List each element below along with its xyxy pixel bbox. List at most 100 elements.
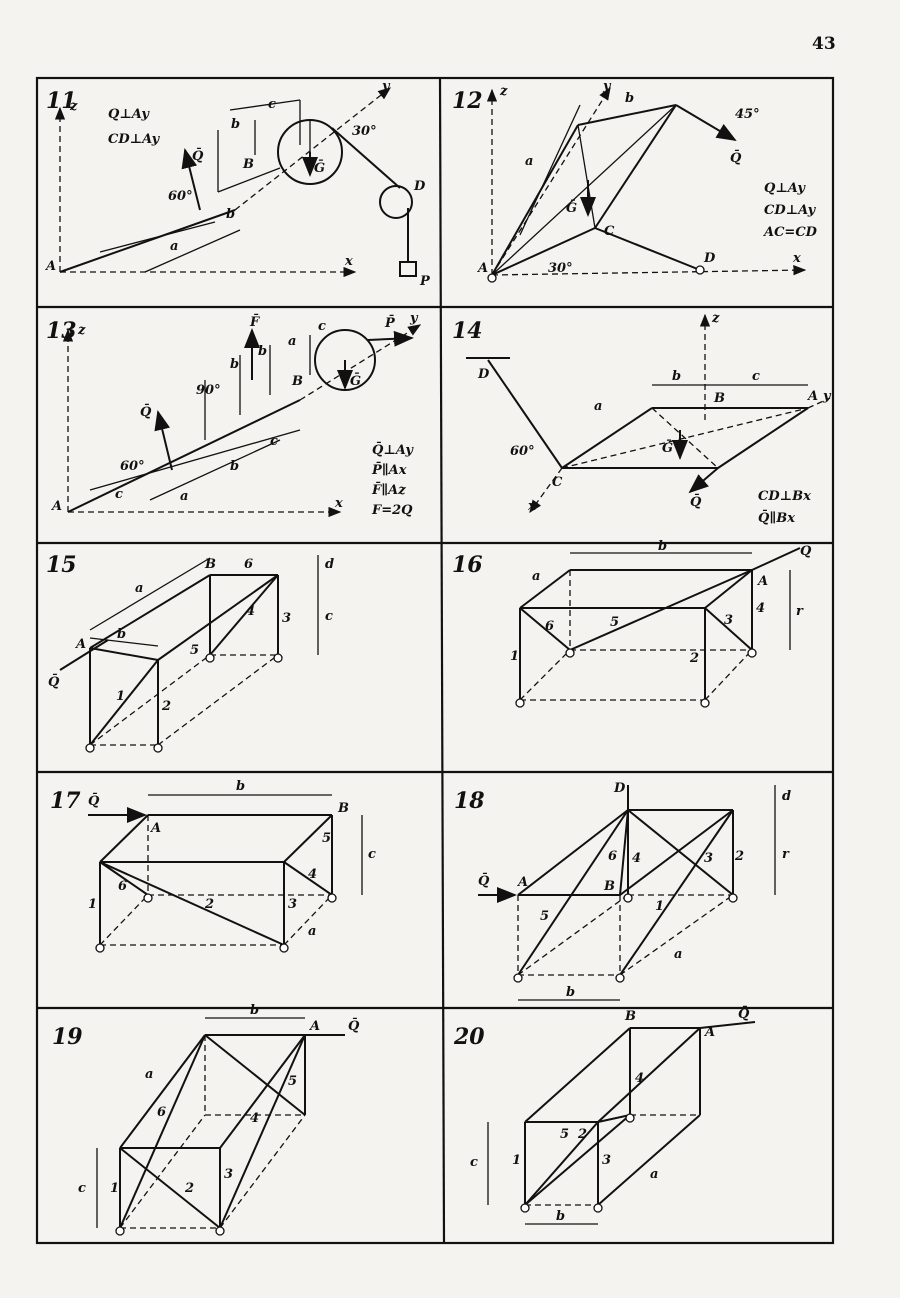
problem-number: 19 [52,1024,83,1050]
rod-label: 4 [632,851,641,866]
support-hinges [85,265,757,1236]
condition: Q̄⊥Ay [372,441,414,458]
rod-label: 2 [577,1127,587,1142]
dim-label: b [231,117,240,132]
problem-17: 17 Q̄ b c a A B 1 2 3 4 5 6 [50,779,376,946]
dim-label: b [117,627,126,642]
condition: AC=CD [762,225,818,240]
point-label: D [703,251,716,266]
point-label: C [552,475,563,490]
problem-18: 18 Q̄ b a r d A B D 1 2 3 4 5 6 [454,781,791,1001]
rod-label: 1 [116,689,125,704]
dim-label: a [135,581,143,596]
rod-label: 5 [322,831,331,846]
dim-label: c [470,1155,478,1170]
force-label: Ḡ [566,200,577,216]
rod-label: 2 [204,897,214,912]
dim-label: a [674,947,682,962]
dim-label: a [180,489,188,504]
force-label: Q̄ [478,872,490,889]
dim-label: r [782,847,790,862]
axis-x-label: x [792,251,801,266]
rod-label: 4 [246,604,255,619]
dim-label: c [270,434,278,449]
angle-label: 30° [352,124,377,139]
rod-label: 3 [282,611,291,626]
dim-label: a [170,239,178,254]
problem-number: 17 [50,788,81,814]
force-label: Ḡ [314,160,325,176]
problem-number: 14 [452,318,483,344]
point-label: A [806,389,818,404]
rod-label: 2 [689,651,699,666]
condition: CD⊥Ay [764,203,817,218]
force-label: Q̄ [140,403,152,420]
force-label: Q̄ [348,1017,360,1034]
rod-label: 4 [756,601,765,616]
angle-label: 60° [510,444,535,459]
force-label: Q̄ [48,673,60,690]
rod-label: 4 [308,867,317,882]
dim-label: b [230,357,239,372]
rod-label: 3 [288,897,297,912]
condition: P̄∥Ax [371,461,407,478]
axis-z-label: z [69,99,78,114]
dim-label: b [625,91,634,106]
angle-label: 45° [735,107,760,122]
point-label: A [74,637,86,652]
point-label: A [308,1019,320,1034]
dim-label: a [288,334,296,349]
angle-label: 60° [168,189,193,204]
angle-label: 60° [120,459,145,474]
dim-label: d [325,557,334,572]
rod-label: 2 [184,1181,194,1196]
dim-label: c [318,319,326,334]
problem-12: 12 z x y a b A C D 30° Q̄ 45° Ḡ Q⊥Ay CD⊥… [452,79,818,276]
force-label: F̄ [249,313,260,330]
dim-label: b [556,1209,565,1224]
condition: Q⊥Ay [108,107,150,122]
axis-x-label: x [334,496,343,511]
condition: F̄∥Az [371,481,406,498]
point-label: A [756,574,768,589]
dim-label: a [650,1167,658,1182]
problem-11: 11 Q⊥Ay CD⊥Ay z x y A a b b c B 30° D P … [44,79,431,289]
rod-label: 1 [110,1181,119,1196]
point-label: B [204,557,216,572]
dim-label: b [250,1003,259,1018]
axis-x-label: x [527,499,536,514]
problem-number: 18 [454,788,485,814]
axis-x-label: x [344,254,353,269]
rod-label: 3 [704,851,713,866]
force-label: P̄ [384,314,396,331]
problem-20: 20 Q̄ b a c B A 1 2 3 4 5 [453,1005,756,1225]
grid-frame [35,76,835,1245]
dim-label: b [672,369,681,384]
force-label: Ḡ [662,440,673,456]
rod-label: 6 [157,1105,166,1120]
point-label: A [703,1025,715,1040]
dim-label: b [566,985,575,1000]
rod-label: 6 [545,619,554,634]
problem-16: 16 Q̄ b a r A 1 2 3 4 5 6 [452,539,812,701]
dim-label: a [525,154,533,169]
force-label: Q̄ [800,542,812,559]
problem-14: 14 z D 60° x y A B C b c a Ḡ Q̄ CD⊥Bx Q̄… [452,311,832,526]
rod-label: 4 [635,1071,644,1086]
dim-label: a [308,924,316,939]
condition: Q̄∥Bx [758,509,795,526]
dim-label: b [226,207,235,222]
force-label: Q̄ [690,493,702,510]
point-label: A [476,261,488,276]
rod-label: 6 [608,849,617,864]
force-label: Q̄ [738,1005,750,1022]
point-label: D [477,367,490,382]
point-label: A [516,875,528,890]
problem-13: 13 z x y A c a b c b b a c B F̄ 90° P̄ Ḡ… [46,311,422,518]
axis-y-label: y [409,311,419,326]
angle-label: 30° [548,261,573,276]
rod-label: 6 [244,557,253,572]
rod-label: 3 [602,1153,611,1168]
point-label: B [337,801,349,816]
